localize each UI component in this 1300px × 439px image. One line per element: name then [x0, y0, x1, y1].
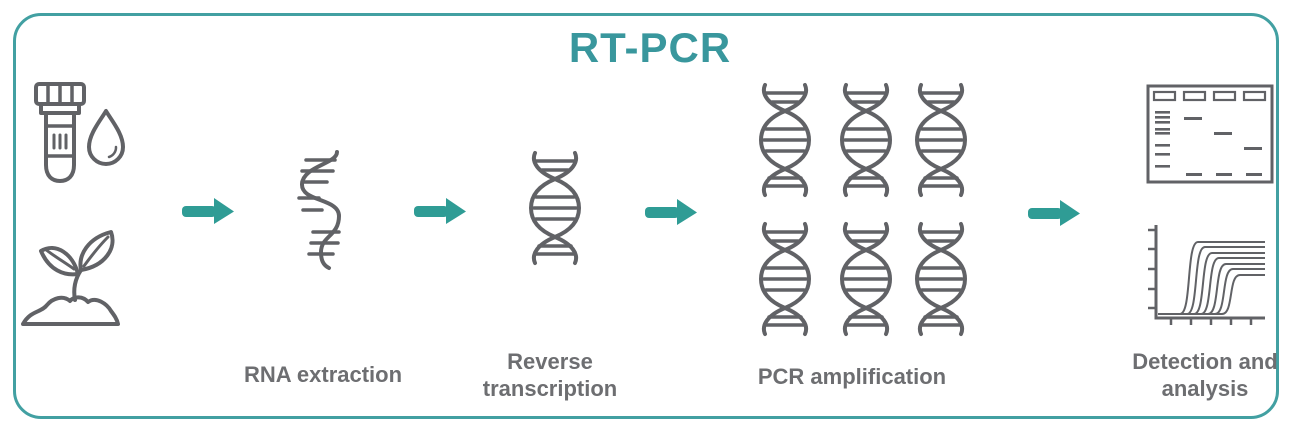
flow-arrow-icon: [644, 198, 698, 226]
dna-helix-icon: [838, 82, 894, 198]
droplet-icon: [87, 109, 125, 166]
dna-helix-icon: [527, 150, 583, 266]
label-line: Detection and: [1132, 349, 1278, 374]
gel-electrophoresis-icon: [1146, 84, 1274, 184]
label-reverse-transcription: Reverse transcription: [430, 348, 670, 402]
flow-arrow-icon: [1027, 199, 1081, 227]
diagram-border: [13, 13, 1279, 419]
flow-arrow-icon: [181, 197, 235, 225]
amplification-curves-icon: [1148, 225, 1265, 325]
flow-arrow-icon: [413, 197, 467, 225]
seedling-icon: [21, 230, 120, 326]
dna-helix-icon: [913, 82, 969, 198]
dna-helix-icon: [838, 221, 894, 337]
dna-helix-icon: [913, 221, 969, 337]
dna-helix-icon: [757, 82, 813, 198]
dna-helix-icon: [757, 221, 813, 337]
label-detection-analysis: Detection and analysis: [1075, 348, 1300, 402]
rna-strand-icon: [297, 150, 342, 270]
label-pcr-amplification: PCR amplification: [757, 364, 947, 389]
label-line: Reverse: [507, 349, 593, 374]
label-line: analysis: [1161, 376, 1249, 401]
label-line: transcription: [482, 376, 618, 401]
label-rna-extraction: RNA extraction: [243, 362, 403, 387]
sample-tube-icon: [34, 82, 125, 183]
diagram-title: RT-PCR: [568, 24, 732, 71]
